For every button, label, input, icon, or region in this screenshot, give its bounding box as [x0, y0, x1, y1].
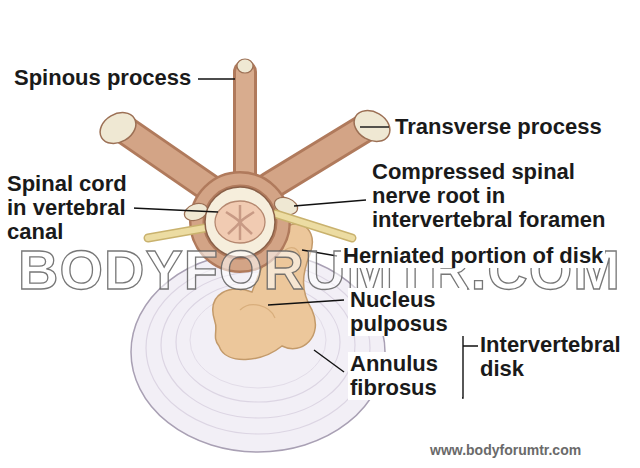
part-label: Spinous process — [12, 66, 193, 90]
nerve-root — [148, 228, 205, 238]
part-label: Herniated portion of disk — [341, 244, 605, 268]
part-label: Spinal cord in vertebral canal — [5, 172, 134, 244]
part-label: Transverse process — [393, 115, 604, 139]
source-url: www.bodyforumtr.com — [428, 441, 583, 459]
part-label: Annulus fibrosus — [348, 352, 462, 400]
nerve-root — [276, 214, 352, 238]
part-label: Intervertebral disk — [478, 333, 634, 381]
part-label: Compressed spinal nerve root in interver… — [370, 160, 632, 232]
spinal-cord — [215, 201, 265, 243]
part-label: Nucleus pulposus — [348, 288, 467, 336]
